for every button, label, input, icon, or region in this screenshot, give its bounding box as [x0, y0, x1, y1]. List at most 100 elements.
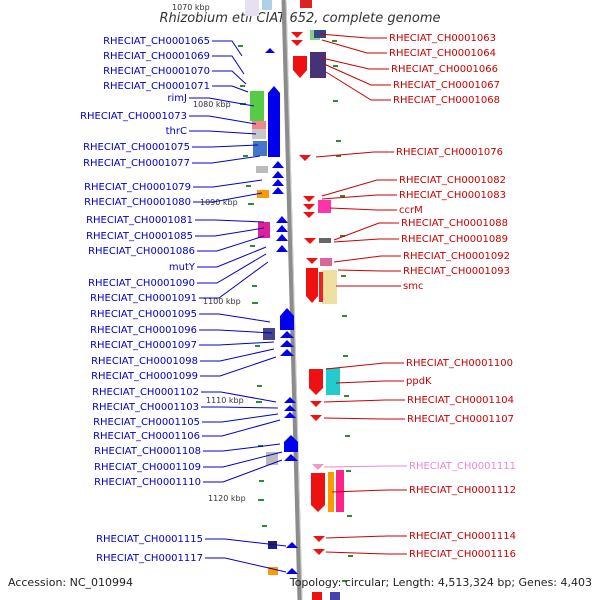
gene-label[interactable]: RHECIAT_CH0001107: [407, 414, 514, 425]
gene-label[interactable]: RHECIAT_CH0001075: [83, 142, 190, 153]
leader-line: [203, 443, 281, 452]
gene-label[interactable]: mutY: [169, 262, 196, 273]
leader-line: [331, 489, 407, 493]
accession-text: Accession: NC_010994: [8, 576, 133, 589]
gene-label[interactable]: ccrM: [399, 205, 423, 216]
gene-label[interactable]: RHECIAT_CH0001108: [94, 446, 201, 457]
leader-line: [199, 261, 269, 299]
genome-title: Rhizobium etli CIAT 652, complete genome: [160, 11, 441, 26]
leader-line: [205, 557, 287, 573]
gene-label[interactable]: RHECIAT_CH0001104: [407, 395, 514, 406]
gene-label[interactable]: RHECIAT_CH0001070: [103, 66, 210, 77]
tick-marks: [238, 40, 353, 582]
gene-label[interactable]: RHECIAT_CH0001086: [88, 246, 195, 257]
gene-label[interactable]: RHECIAT_CH0001112: [409, 485, 516, 496]
gene-label[interactable]: RHECIAT_CH0001085: [86, 231, 193, 242]
gene-label[interactable]: RHECIAT_CH0001089: [401, 234, 508, 245]
leader-line: [325, 71, 391, 101]
leader-line: [321, 39, 387, 54]
leader-line: [201, 391, 277, 403]
gene-label[interactable]: RHECIAT_CH0001067: [393, 80, 500, 91]
leader-line: [212, 70, 247, 85]
gene-label[interactable]: RHECIAT_CH0001064: [389, 48, 496, 59]
gene-label[interactable]: smc: [403, 281, 423, 292]
gene-label[interactable]: RHECIAT_CH0001105: [93, 417, 200, 428]
topology-text: Topology: circular; Length: 4,513,324 bp…: [289, 576, 592, 589]
gene-label[interactable]: RHECIAT_CH0001069: [103, 51, 210, 62]
leader-line: [335, 380, 404, 384]
gene-label[interactable]: RHECIAT_CH0001091: [90, 293, 197, 304]
gene-label[interactable]: RHECIAT_CH0001117: [96, 553, 203, 564]
gene-label[interactable]: thrC: [166, 126, 187, 137]
leader-line: [195, 227, 265, 237]
leader-line: [325, 551, 407, 555]
gene-label[interactable]: RHECIAT_CH0001098: [91, 356, 198, 367]
left-gene-labels: RHECIAT_CH0001065 RHECIAT_CH0001069 RHEC…: [80, 36, 210, 564]
right-gene-labels: RHECIAT_CH0001063 RHECIAT_CH0001064 RHEC…: [389, 33, 516, 560]
leader-line: [321, 194, 397, 200]
gene-label[interactable]: RHECIAT_CH0001100: [406, 358, 513, 369]
gene-label[interactable]: RHECIAT_CH0001076: [396, 147, 503, 158]
gene-label[interactable]: RHECIAT_CH0001114: [409, 531, 516, 542]
leader-line: [319, 33, 387, 39]
gene-label[interactable]: RHECIAT_CH0001073: [80, 111, 187, 122]
kbp-ticks: 1070 kbp 1080 kbp 1090 kbp 1100 kbp 1110…: [172, 3, 246, 503]
gene-label[interactable]: RHECIAT_CH0001109: [94, 462, 201, 473]
gene-label[interactable]: RHECIAT_CH0001077: [83, 158, 190, 169]
gene-label[interactable]: RHECIAT_CH0001065: [103, 36, 210, 47]
tick-label-1070: 1070 kbp: [172, 3, 210, 12]
gene-label[interactable]: RHECIAT_CH0001097: [90, 340, 197, 351]
leader-line: [189, 115, 257, 125]
leader-line: [189, 97, 255, 107]
tick-label-1090: 1090 kbp: [200, 198, 238, 207]
leader-line: [321, 57, 389, 70]
genome-backbone: [281, 0, 303, 600]
leader-line: [212, 85, 249, 93]
leader-line: [197, 235, 265, 252]
gene-label[interactable]: RHECIAT_CH0001088: [401, 218, 508, 229]
gene-label[interactable]: RHECIAT_CH0001095: [90, 309, 197, 320]
leader-line: [199, 341, 275, 346]
gene-label[interactable]: RHECIAT_CH0001090: [88, 278, 195, 289]
leader-line: [329, 207, 397, 211]
leader-line: [199, 313, 271, 323]
tick-label-1080: 1080 kbp: [193, 100, 231, 109]
gene-label[interactable]: RHECIAT_CH0001081: [86, 215, 193, 226]
leader-line: [212, 40, 243, 57]
gene-label[interactable]: RHECIAT_CH0001079: [84, 182, 191, 193]
leader-line: [315, 151, 394, 158]
leader-line: [325, 535, 407, 539]
gene-label[interactable]: RHECIAT_CH0001080: [84, 197, 191, 208]
leader-line: [201, 406, 279, 409]
gene-label[interactable]: RHECIAT_CH0001068: [393, 95, 500, 106]
left-leader-lines: [189, 40, 287, 573]
gene-label[interactable]: RHECIAT_CH0001103: [92, 402, 199, 413]
gene-label[interactable]: RHECIAT_CH0001092: [403, 251, 510, 262]
gene-label[interactable]: RHECIAT_CH0001099: [91, 371, 198, 382]
gene-label[interactable]: RHECIAT_CH0001066: [391, 64, 498, 75]
gene-label[interactable]: rimJ: [167, 93, 187, 104]
gene-label[interactable]: RHECIAT_CH0001063: [389, 33, 496, 44]
gene-label[interactable]: RHECIAT_CH0001111: [409, 461, 516, 472]
leader-line: [325, 362, 404, 370]
gene-label[interactable]: RHECIAT_CH0001115: [96, 534, 203, 545]
gene-label[interactable]: RHECIAT_CH0001083: [399, 190, 506, 201]
gene-label[interactable]: RHECIAT_CH0001096: [90, 325, 197, 336]
leader-line: [203, 451, 283, 468]
right-strand-genes: [291, 0, 344, 600]
leader-line: [321, 179, 397, 197]
right-leader-lines: [315, 33, 407, 555]
leader-line: [200, 356, 277, 377]
gene-label[interactable]: RHECIAT_CH0001102: [92, 387, 199, 398]
gene-label[interactable]: RHECIAT_CH0001071: [103, 81, 210, 92]
leader-line: [203, 459, 283, 483]
gene-label[interactable]: RHECIAT_CH0001116: [409, 549, 516, 560]
gene-label[interactable]: ppdK: [406, 376, 432, 387]
leader-line: [323, 399, 405, 403]
gene-label[interactable]: RHECIAT_CH0001082: [399, 175, 506, 186]
gene-label[interactable]: RHECIAT_CH0001093: [403, 266, 510, 277]
gene-label[interactable]: RHECIAT_CH0001110: [94, 477, 201, 488]
gene-label[interactable]: RHECIAT_CH0001106: [93, 431, 200, 442]
leader-line: [205, 538, 287, 547]
